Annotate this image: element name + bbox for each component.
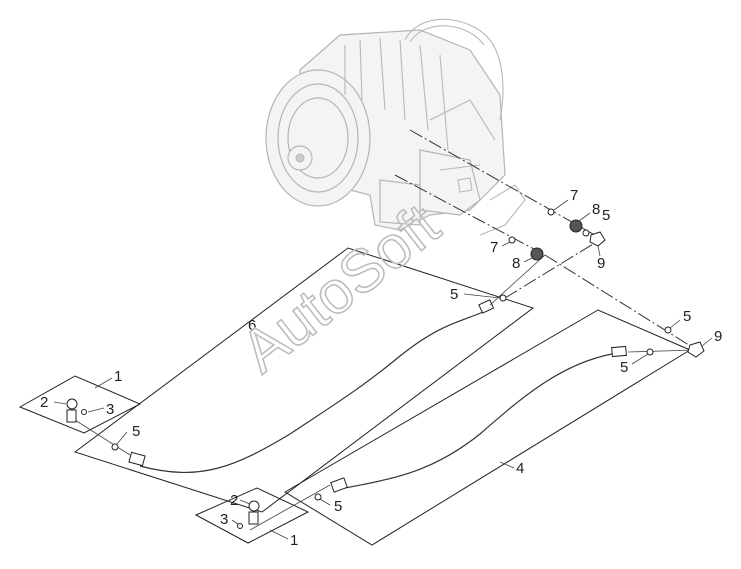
callout-5-lower-left: 5 xyxy=(334,498,342,515)
callout-3-lower: 3 xyxy=(220,511,228,528)
callout-2-lower: 2 xyxy=(230,492,238,509)
callout-5-upper-left: 5 xyxy=(132,423,140,440)
watermark: AutoSoft xyxy=(229,191,452,386)
hose-assembly-6 xyxy=(128,299,495,473)
assembly-axes xyxy=(394,129,701,353)
callout-leaders xyxy=(53,199,713,540)
callout-5-hose-6-end: 5 xyxy=(450,286,458,303)
hose-frame-upper xyxy=(73,247,535,513)
callout-8-upper: 8 xyxy=(592,201,600,218)
callout-8-lower: 8 xyxy=(512,255,520,272)
callout-3-upper: 3 xyxy=(106,401,114,418)
callout-7-lower: 7 xyxy=(490,239,498,256)
fitting-parts xyxy=(66,208,705,531)
callout-labels: 1 1 2 2 3 3 4 5 5 5 5 5 5 6 7 7 8 8 9 9 xyxy=(40,187,722,549)
fitting-box-1-lower xyxy=(194,487,310,544)
fitting-box-1-upper xyxy=(18,375,142,434)
callout-7-upper: 7 xyxy=(570,187,578,204)
transmission-housing xyxy=(265,18,526,236)
callout-1-upper: 1 xyxy=(114,368,122,385)
callout-5-axis-upper: 5 xyxy=(602,207,610,224)
callout-5-axis-lower: 5 xyxy=(683,308,691,325)
hose-assembly-4 xyxy=(330,345,627,493)
callout-4: 4 xyxy=(516,460,524,477)
callout-5-hose-4-end: 5 xyxy=(620,359,628,376)
callout-9-lower: 9 xyxy=(714,328,722,345)
callout-1-lower: 1 xyxy=(290,532,298,549)
callout-2-upper: 2 xyxy=(40,394,48,411)
callout-9-upper: 9 xyxy=(597,255,605,272)
callout-6: 6 xyxy=(248,317,256,334)
